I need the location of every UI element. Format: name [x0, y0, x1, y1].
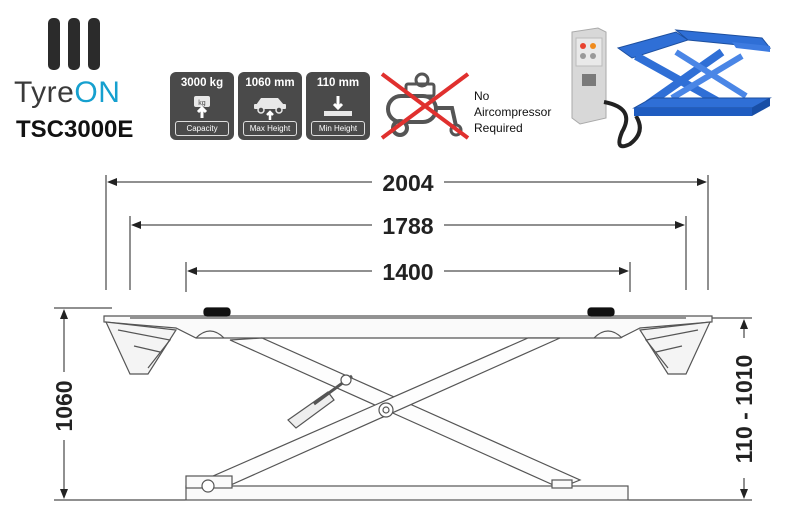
- pad-spacing-label: 1400: [382, 259, 433, 285]
- lift-side-view: [103, 307, 713, 501]
- model-name: TSC3000E: [16, 116, 134, 143]
- min-height-label: Min Height: [311, 121, 365, 136]
- overall-length-label: 2004: [382, 170, 433, 196]
- svg-text:kg: kg: [198, 100, 206, 107]
- platform-length-dimension: 1788: [129, 213, 687, 290]
- min-height-value: 110 mm: [316, 77, 360, 89]
- max-height-dimension: 1060: [51, 307, 186, 501]
- no-compressor-line2: Aircompressor: [474, 105, 552, 119]
- max-height-label: Max Height: [243, 121, 297, 136]
- control-box-icon: [571, 27, 642, 149]
- min-height-badge: 110 mm Min Height: [306, 72, 370, 140]
- lift-product-illustration: [571, 27, 772, 149]
- overall-length-dimension: 2004: [105, 170, 709, 290]
- no-compressor-note: No Aircompressor Required: [474, 88, 551, 136]
- weight-icon: kg: [194, 96, 210, 118]
- no-compressor-line1: No: [474, 89, 490, 103]
- crossed-compressor-icon: [380, 72, 470, 140]
- car-lift-up-icon: [254, 98, 286, 120]
- height-range-dimension: 110 - 1010: [626, 317, 757, 501]
- platform-length-label: 1788: [382, 213, 433, 239]
- capacity-value: 3000 kg: [180, 77, 224, 89]
- no-compressor-line3: Required: [474, 121, 523, 135]
- brand-name-part2: ON: [74, 76, 121, 109]
- tyreon-logo-bars-icon: [48, 18, 100, 70]
- max-height-badge: 1060 mm Max Height: [238, 72, 302, 140]
- max-height-value: 1060 mm: [245, 77, 295, 89]
- brand-name-part1: Tyre: [14, 76, 75, 109]
- height-range-label: 110 - 1010: [731, 355, 757, 464]
- pad-spacing-dimension: 1400: [185, 259, 631, 292]
- capacity-badge: 3000 kg kg Capacity: [170, 72, 234, 140]
- brand-name: TyreON: [14, 76, 120, 110]
- lowered-down-icon: [324, 96, 352, 116]
- scissor-lift-icon: [616, 29, 772, 116]
- capacity-label: Capacity: [175, 121, 229, 136]
- max-height-label: 1060: [51, 380, 77, 431]
